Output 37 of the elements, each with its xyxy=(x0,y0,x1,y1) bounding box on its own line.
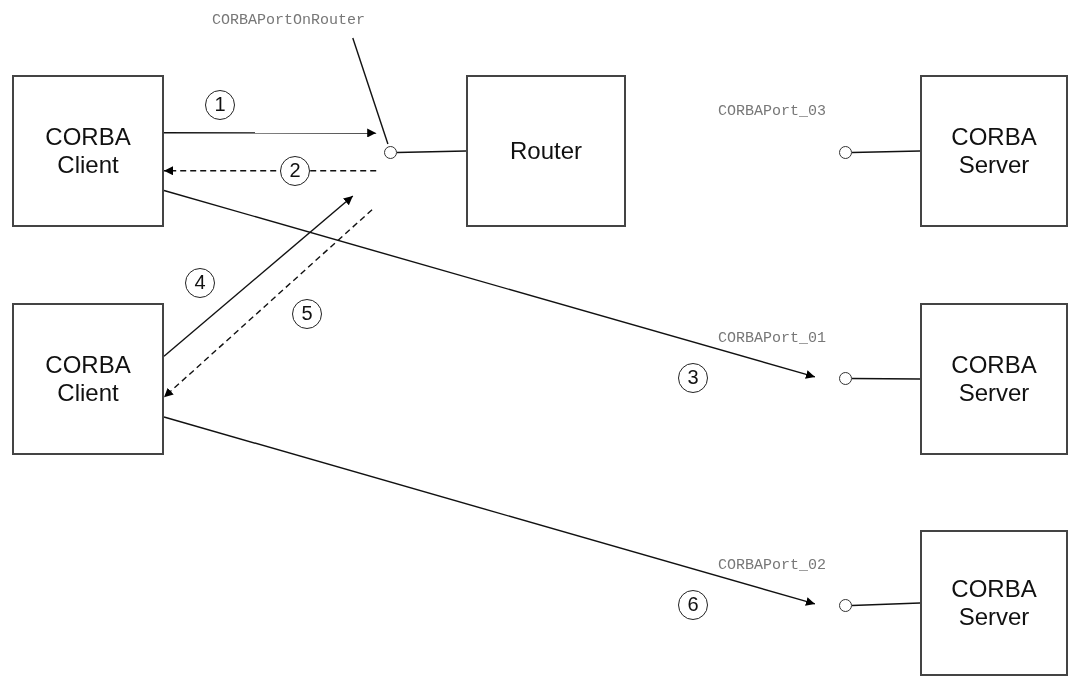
step-number: 4 xyxy=(185,268,215,298)
component-name: CORBA Client xyxy=(44,351,132,407)
component-name: Router xyxy=(509,137,582,165)
dashed-arrow xyxy=(163,166,377,176)
component-box xyxy=(466,75,626,227)
connector-line xyxy=(396,150,467,154)
port-circle xyxy=(839,599,852,612)
port-name: CORBAPortOnRouter xyxy=(212,12,366,29)
port-circle xyxy=(839,146,852,159)
component-name: CORBA Server xyxy=(950,123,1038,179)
step-number: 1 xyxy=(205,90,235,120)
arrow xyxy=(163,189,816,379)
component-box xyxy=(920,530,1068,676)
component-box xyxy=(12,303,164,455)
port-name: CORBAPort_02 xyxy=(718,557,827,574)
step-number: 3 xyxy=(678,363,708,393)
connector-line xyxy=(851,602,921,607)
port-circle xyxy=(839,372,852,385)
component-box xyxy=(12,75,164,227)
component-name: CORBA Server xyxy=(950,351,1038,407)
port-name: CORBAPort_03 xyxy=(718,103,827,120)
port-name: CORBAPort_01 xyxy=(718,330,827,347)
component-name: CORBA Client xyxy=(44,123,132,179)
connector-line xyxy=(851,377,921,380)
leader-line xyxy=(352,37,389,145)
component-box xyxy=(920,75,1068,227)
arrow xyxy=(163,195,354,357)
dashed-arrow xyxy=(163,209,373,398)
component-box xyxy=(920,303,1068,455)
step-number: 2 xyxy=(280,156,310,186)
step-number: 5 xyxy=(292,299,322,329)
port-circle xyxy=(384,146,397,159)
arrow xyxy=(163,416,816,606)
step-number: 6 xyxy=(678,590,708,620)
arrow xyxy=(163,128,377,138)
component-name: CORBA Server xyxy=(950,575,1038,631)
connector-line xyxy=(851,150,921,154)
